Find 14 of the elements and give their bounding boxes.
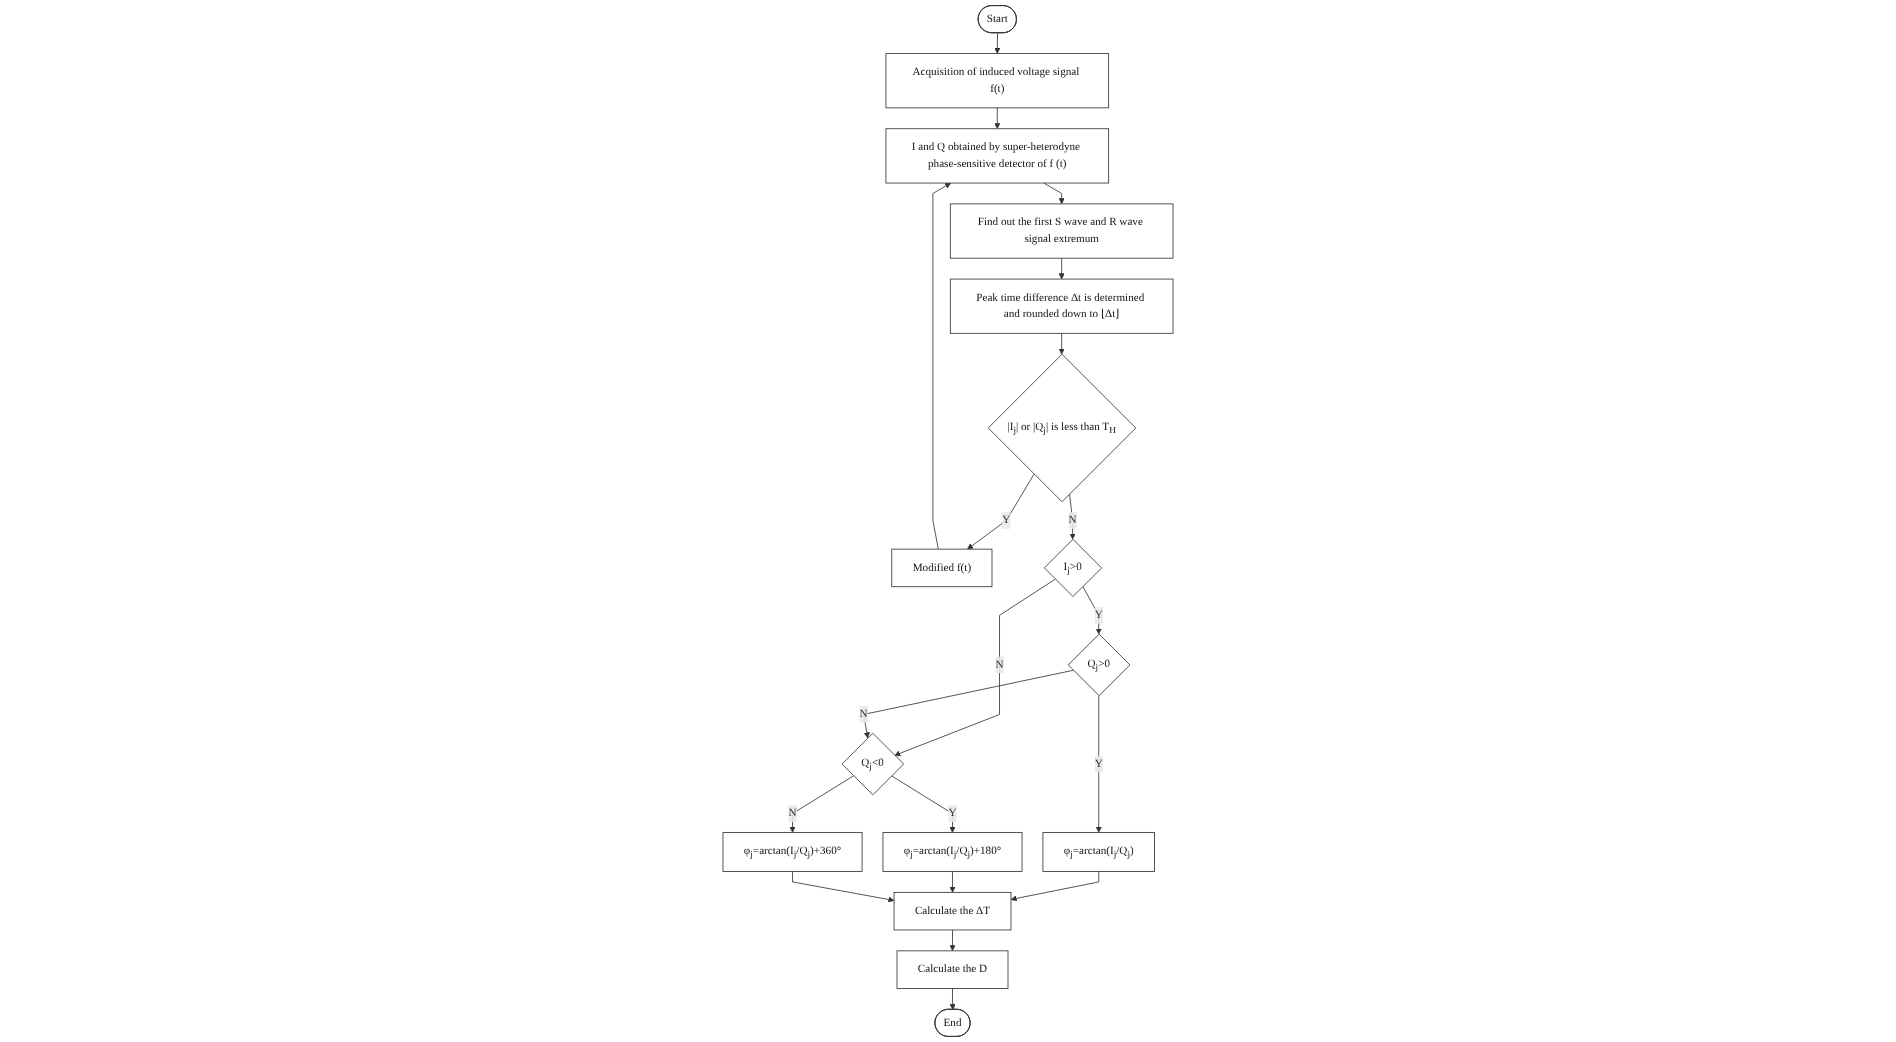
node-box	[893, 891, 1012, 931]
node-box	[891, 548, 993, 588]
node-box	[896, 950, 1009, 989]
node-box	[882, 832, 1023, 872]
node-box	[949, 203, 1174, 259]
node-diamond	[987, 353, 1137, 503]
node-box	[949, 278, 1174, 334]
node-box	[1042, 832, 1155, 872]
node-diamond	[1043, 538, 1103, 597]
node-diamond	[1067, 633, 1131, 697]
node-box	[885, 128, 1110, 184]
node-box	[722, 832, 863, 872]
node-box	[885, 53, 1110, 109]
node-diamond	[841, 732, 905, 796]
